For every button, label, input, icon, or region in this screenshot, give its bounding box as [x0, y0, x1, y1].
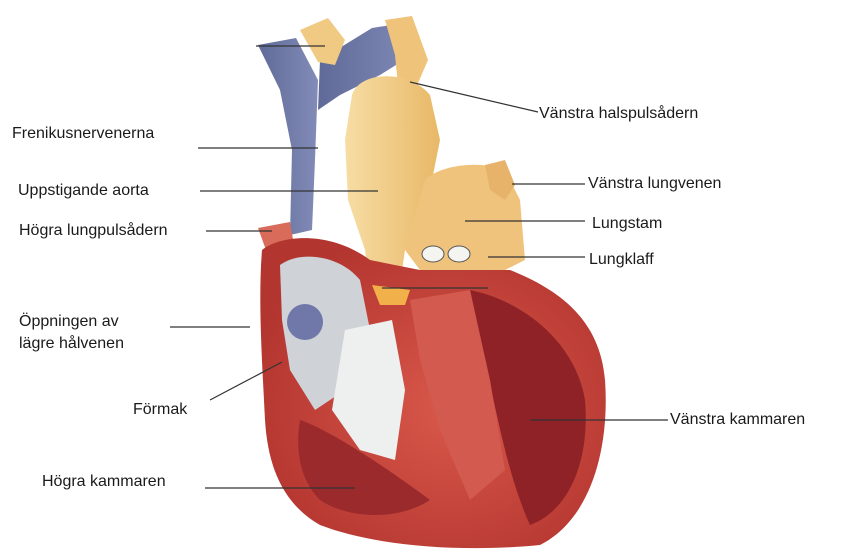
- label-right-ventricle: Högra kammaren: [42, 472, 166, 492]
- label-atrium: Förmak: [133, 400, 187, 420]
- label-right-pulmonary-artery: Högra lungpulsådern: [19, 221, 168, 241]
- label-pulmonary-trunk: Lungstam: [592, 214, 662, 234]
- label-left-ventricle: Vänstra kammaren: [670, 410, 805, 430]
- label-ivc-opening-line2: lägre hålvenen: [19, 334, 124, 354]
- label-ivc-opening-line1: Öppningen av: [19, 312, 119, 332]
- label-pulmonary-valve: Lungklaff: [589, 250, 654, 270]
- heart-body: [260, 238, 605, 548]
- label-left-carotid: Vänstra halspulsådern: [539, 104, 698, 124]
- label-left-pulmonary-vein: Vänstra lungvenen: [588, 174, 721, 194]
- label-phrenic-veins: Frenikusnervenerna: [12, 124, 154, 144]
- label-ascending-aorta: Uppstigande aorta: [18, 181, 149, 201]
